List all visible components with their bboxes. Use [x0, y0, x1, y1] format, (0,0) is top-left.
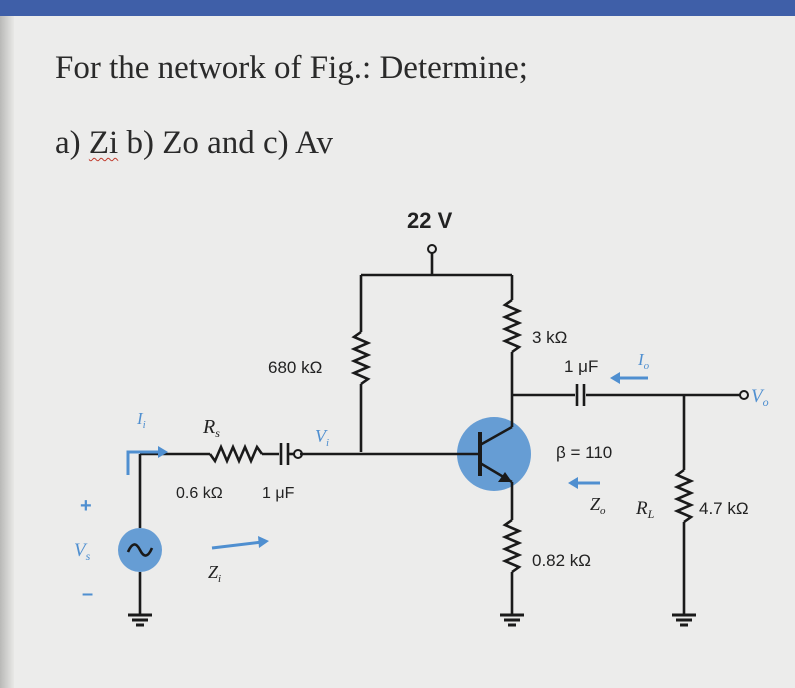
beta-value: β = 110	[556, 443, 612, 462]
vs-label: Vs	[74, 540, 91, 563]
rs-value: 0.6 kΩ	[176, 485, 223, 502]
rs-resistor	[208, 443, 264, 465]
zi-text: Zi	[88, 125, 119, 161]
vo-label: Vo	[751, 386, 769, 409]
rc-resistor	[501, 298, 523, 354]
rl-value: 4.7 kΩ	[699, 499, 749, 518]
zi-label: Zi	[208, 562, 221, 585]
zi-arrow-line	[211, 540, 263, 550]
question-line-2: a) Zi b) Zo and c) Av	[55, 125, 333, 162]
ii-arrow-line	[126, 450, 162, 475]
ground-re	[500, 613, 524, 627]
zo-label: Zo	[590, 494, 606, 517]
io-arrow-head	[610, 372, 620, 384]
supply-terminal	[427, 244, 437, 254]
ground-source	[128, 613, 152, 627]
vs-minus: –	[82, 583, 93, 605]
ii-arrow-head	[158, 446, 168, 458]
rl-resistor	[673, 468, 695, 524]
part-bc-label: b) Zo and c) Av	[118, 125, 333, 161]
rc-value: 3 kΩ	[532, 328, 567, 347]
transistor-body	[457, 417, 531, 491]
rb-value: 680 kΩ	[268, 358, 322, 377]
rl-name: RL	[635, 498, 655, 521]
re-resistor	[501, 518, 523, 574]
zo-arrow-head	[568, 477, 578, 489]
question-line-1: For the network of Fig.: Determine;	[55, 50, 528, 86]
top-bar	[0, 0, 795, 16]
vs-plus: +	[80, 495, 92, 517]
re-value: 0.82 kΩ	[532, 551, 591, 570]
rs-name: Rs	[202, 416, 220, 440]
vi-label: Vi	[315, 426, 329, 449]
ii-label: Ii	[136, 409, 146, 431]
left-shadow	[0, 16, 14, 688]
supply-label: 22 V	[407, 208, 453, 233]
cout-value: 1 μF	[564, 357, 598, 376]
io-label: Io	[637, 350, 650, 372]
part-a-label: a)	[55, 125, 89, 161]
ground-rl	[672, 613, 696, 627]
transistor-collector	[479, 425, 513, 447]
vo-terminal	[739, 390, 749, 400]
cin-value: 1 μF	[262, 485, 295, 502]
ac-wave-icon	[126, 543, 154, 557]
rb-resistor	[350, 330, 372, 386]
zi-arrow-head	[258, 536, 269, 548]
emitter-arrow	[498, 472, 512, 482]
